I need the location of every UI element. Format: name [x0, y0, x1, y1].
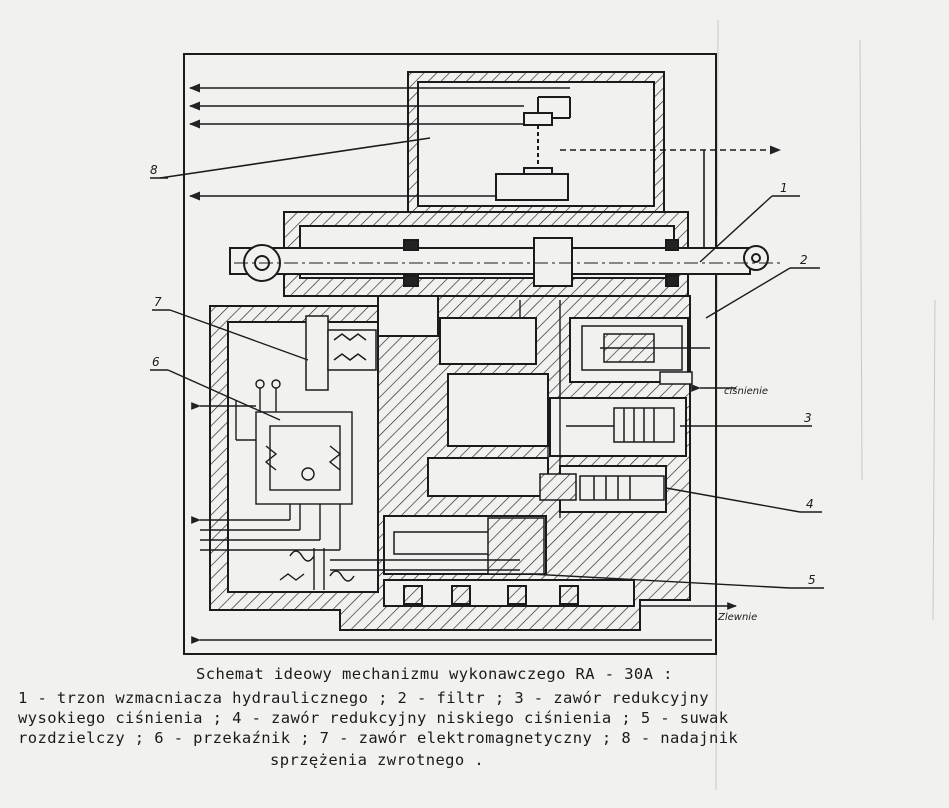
- caption-line-2: wysokiego ciśnienia ; 4 - zawór redukcyj…: [18, 709, 729, 727]
- callout-6: 6: [152, 355, 160, 369]
- relay: [191, 379, 355, 590]
- drain-port-label: Zlewnie: [717, 612, 757, 623]
- scan-noise: [715, 19, 936, 791]
- callout-5: 5: [808, 573, 816, 587]
- caption-line-1: 1 - trzon wzmacniacza hydraulicznego ; 2…: [18, 689, 709, 707]
- electrical-leads: [191, 384, 737, 644]
- callout-1: 1: [780, 181, 788, 195]
- leader-lines: [150, 177, 824, 589]
- filter-component: [581, 325, 710, 385]
- signal-lines: [159, 83, 782, 262]
- distributor-spool: [330, 517, 545, 575]
- caption-line-3: rozdzielczy ; 6 - przekaźnik ; 7 - zawór…: [18, 729, 739, 747]
- high-pressure-reducing-valve: [566, 407, 675, 443]
- caption-line-4: sprzężenia zwrotnego .: [270, 751, 485, 769]
- feedback-transmitter: [407, 71, 665, 213]
- hydraulic-rod: [229, 211, 780, 297]
- caption-title: Schemat ideowy mechanizmu wykonawczego R…: [196, 665, 673, 683]
- callout-4: 4: [806, 497, 814, 511]
- solenoid-valve: [305, 315, 377, 391]
- low-pressure-reducing-valve: [539, 473, 665, 501]
- callout-3: 3: [804, 411, 812, 425]
- pressure-port-label: ciśnienie: [724, 385, 768, 397]
- callout-8: 8: [150, 163, 158, 177]
- callout-2: 2: [800, 253, 808, 267]
- callout-7: 7: [154, 295, 162, 309]
- outer-frame: [183, 53, 717, 655]
- callout-numbers: 1 2 3 4 5 6 7 8 ciśnienie Zlewnie: [150, 163, 816, 623]
